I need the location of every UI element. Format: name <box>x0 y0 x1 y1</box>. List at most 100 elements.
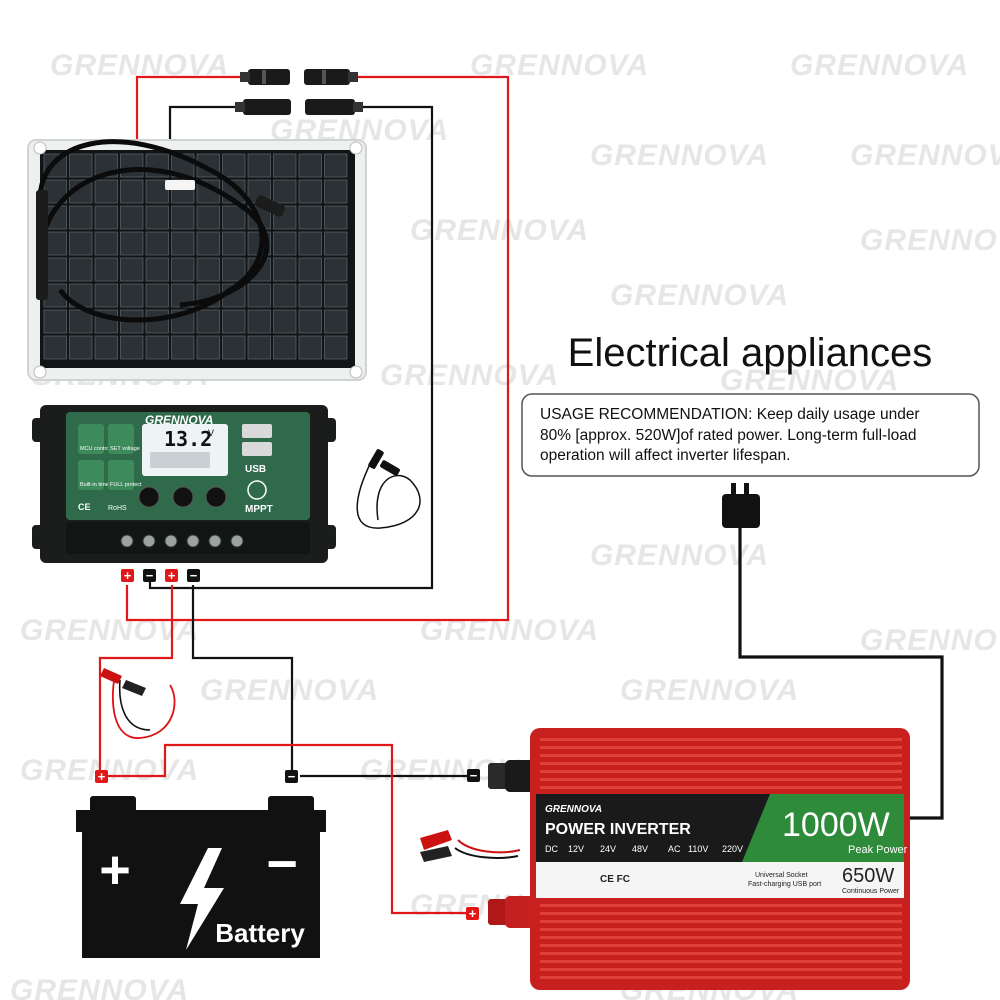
solar-cell <box>145 257 169 282</box>
minus-sign: − <box>470 768 478 783</box>
solar-cell <box>171 205 195 230</box>
inverter-fin <box>540 904 902 907</box>
solar-cell <box>324 335 348 360</box>
watermark: GRENNOVA <box>410 214 589 247</box>
solar-cell <box>120 205 144 230</box>
pv-positive-wire <box>125 75 510 622</box>
watermark: GRENNOVA <box>10 974 189 1000</box>
solar-panel <box>27 139 367 381</box>
solar-cell <box>222 205 246 230</box>
watermark: GRENNOVA <box>620 674 799 707</box>
inverter-fin <box>540 762 902 765</box>
inverter-fin <box>540 928 902 931</box>
plus-sign: + <box>469 906 477 921</box>
solar-cell <box>324 309 348 334</box>
battery-positive-wire <box>98 585 174 770</box>
minus-sign: − <box>288 769 296 784</box>
solar-cell <box>145 231 169 256</box>
mc4-connectors <box>235 69 363 115</box>
solar-cell <box>196 335 220 360</box>
protect-key <box>108 460 134 490</box>
lcd-unit: V <box>208 428 214 438</box>
solar-cell <box>145 283 169 308</box>
alligator-clip-cable <box>420 830 521 862</box>
solar-cell <box>43 335 67 360</box>
inverter-fin <box>540 912 902 915</box>
solar-cell <box>324 179 348 204</box>
watermark: GRENNOVA <box>380 359 559 392</box>
usb-label: USB <box>245 464 266 475</box>
mcu-control-label: MCU control <box>80 446 111 452</box>
mc4-connector-top-left <box>240 69 290 85</box>
mc4-connector <box>254 195 286 217</box>
plus-sign: + <box>168 568 176 583</box>
ac-plug-icon <box>722 483 760 528</box>
battery-negative-mark <box>187 569 200 582</box>
ce-mark: CE <box>78 502 91 512</box>
solar-cell <box>273 257 297 282</box>
minus-sign: − <box>190 568 198 583</box>
inverter-fin <box>540 920 902 923</box>
usage-note-line: operation will affect inverter lifespan. <box>540 447 790 464</box>
solar-cell <box>324 283 348 308</box>
solar-cell <box>222 257 246 282</box>
dc-option: 12V <box>568 844 584 854</box>
usage-note: USAGE RECOMMENDATION: Keep daily usage u… <box>521 393 980 477</box>
solar-cell <box>247 153 271 178</box>
usb-port[interactable] <box>242 424 272 438</box>
up-button[interactable] <box>172 486 194 508</box>
timer-label: Built-in timer <box>80 482 111 488</box>
page-title: Electrical appliances <box>568 331 933 375</box>
controller-brand: GRENNOVA <box>145 413 213 427</box>
solar-cell <box>196 205 220 230</box>
solar-cell <box>298 309 322 334</box>
solar-cell <box>94 179 118 204</box>
solar-cell <box>69 153 93 178</box>
usb-port[interactable] <box>242 442 272 456</box>
solar-cell <box>324 257 348 282</box>
pv-negative-wire <box>148 105 434 590</box>
solar-cell <box>69 231 93 256</box>
solar-cell <box>298 205 322 230</box>
inverter-fin <box>540 952 902 955</box>
mcu-control-key <box>78 424 104 454</box>
solar-cell <box>171 335 195 360</box>
dc-option: 48V <box>632 844 648 854</box>
watermark: GRENNOVA <box>850 139 1000 172</box>
mppt-label: MPPT <box>245 504 273 515</box>
menu-button[interactable] <box>138 486 160 508</box>
ac-label: AC <box>668 844 681 854</box>
inverter-negative-terminal <box>488 763 510 789</box>
terminal-screw <box>142 534 156 548</box>
inverter-positive-terminal <box>488 899 510 925</box>
set-voltage-key <box>108 424 134 454</box>
down-button[interactable] <box>205 486 227 508</box>
terminal-screw <box>164 534 178 548</box>
inverter-fin <box>540 936 902 939</box>
wires <box>98 75 944 915</box>
solar-cell <box>222 153 246 178</box>
bulb-icon <box>247 480 267 500</box>
solar-cell <box>298 179 322 204</box>
mc4-extension-cable <box>356 449 421 529</box>
battery-terminal-negative <box>268 796 314 814</box>
inverter-negative-mark <box>467 769 480 782</box>
ac-option: 110V <box>688 844 708 854</box>
solar-cell <box>273 153 297 178</box>
battery-negative-mark <box>285 770 298 783</box>
controller-terminal-marks: + − + − <box>121 568 200 583</box>
inverter-fin <box>540 786 902 789</box>
battery-positive-mark <box>165 569 178 582</box>
inverter-brand: GRENNOVA <box>545 804 602 815</box>
protect-label: FULL protect <box>110 482 142 488</box>
mc4-connector-bottom-right <box>305 99 363 115</box>
charge-controller: GRENNOVA MCU control SET voltage Built-i… <box>32 405 336 563</box>
solar-cell <box>94 231 118 256</box>
solar-cell <box>247 335 271 360</box>
peak-power-value: 1000W <box>782 806 890 844</box>
timer-key <box>78 460 104 490</box>
solar-cell <box>247 309 271 334</box>
junction-box <box>36 190 48 300</box>
cable-tag <box>165 180 195 190</box>
solar-cell <box>94 257 118 282</box>
